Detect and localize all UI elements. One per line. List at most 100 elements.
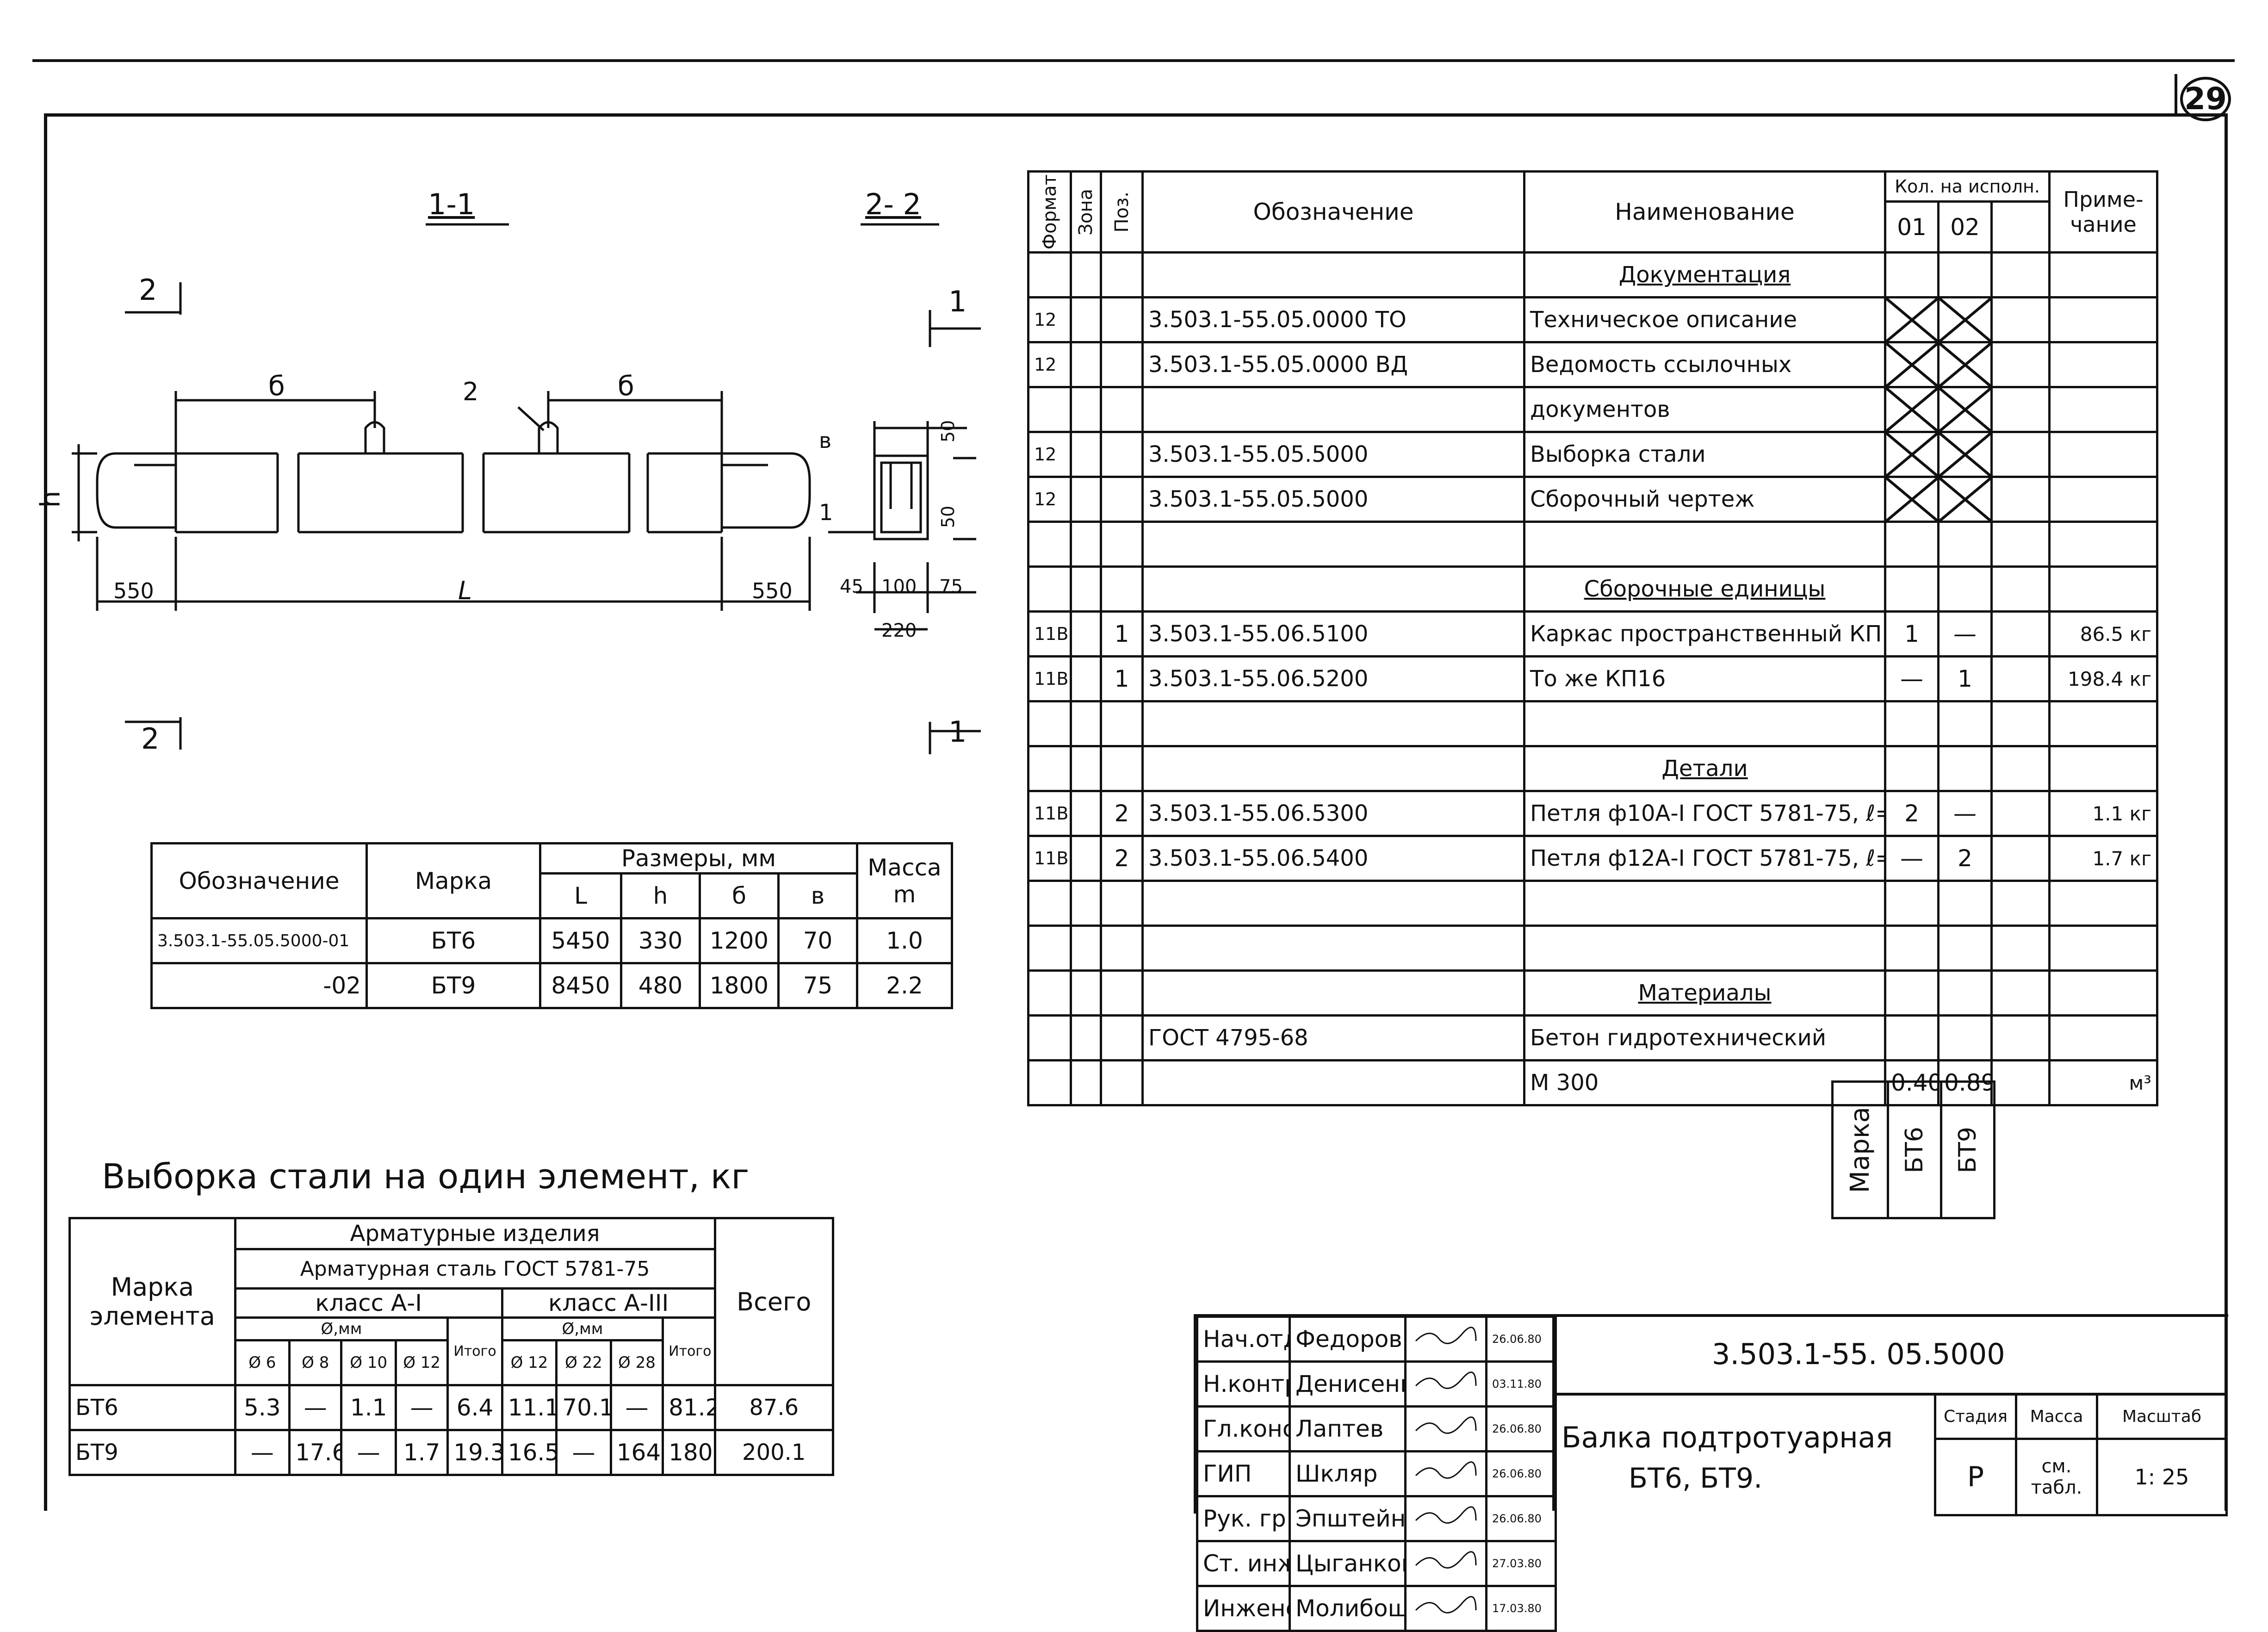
spec-cell-zone — [1070, 969, 1102, 1017]
spec-cell-q02 — [1937, 476, 1993, 523]
steel-cell-d22: 70.1 — [555, 1384, 612, 1431]
marks-box-mark1-cell: БТ6 — [1887, 1080, 1942, 1219]
marks-h-sizes: Размеры, мм — [539, 842, 858, 875]
doc-code: 3.503.1-55. 05.5000 — [1712, 1337, 2005, 1371]
steel-h-itogo3: Итого — [662, 1316, 716, 1386]
spec-cell-zone — [1070, 700, 1102, 747]
spec-cell-designation — [1141, 386, 1525, 433]
scale-header: Масштаб — [2096, 1393, 2228, 1440]
spec-h-pos-cell: Поз. — [1100, 170, 1144, 254]
spec-cell-pos: 2 — [1100, 790, 1144, 837]
spec-cell-format: 11В — [1027, 655, 1072, 702]
spec-cell-q01 — [1884, 880, 1940, 927]
spec-h-q03 — [1990, 200, 2051, 254]
section-1-1-title: 1-1 — [428, 187, 475, 221]
marks-cell-b: 1800 — [699, 962, 780, 1009]
staff-signature — [1404, 1540, 1487, 1587]
staff-role: Ст. инж. — [1196, 1540, 1291, 1587]
spec-cell-note — [2048, 251, 2159, 298]
steel-cell-d10: — — [340, 1429, 397, 1476]
frame-right — [2225, 113, 2228, 1511]
spec-cell-name: документов — [1523, 386, 1886, 433]
marks-box-label-cell: Марка — [1831, 1080, 1889, 1219]
cut-mark-1-bottom: 1 — [948, 715, 967, 749]
spec-h-zone: Зона — [1075, 188, 1097, 236]
marks-box-blank — [1993, 1081, 2043, 1218]
marks-cell-L: 5450 — [539, 917, 622, 964]
spec-h-zone-cell: Зона — [1070, 170, 1102, 254]
spec-cell-q02 — [1937, 296, 1993, 343]
spec-cell-pos — [1100, 251, 1144, 298]
dim-b-left: б — [268, 370, 285, 402]
steel-cell-mark: БТ6 — [68, 1384, 236, 1431]
marks-box-mark2: БТ9 — [1954, 1126, 1982, 1173]
dim-b-right: б — [618, 370, 634, 402]
xsec-dim-75: 75 — [939, 576, 963, 597]
spec-cell-format — [1027, 521, 1072, 568]
table-row: БТ9 — 17.6 — 1.7 19.3 16.5 — 164.3 180.8… — [68, 1429, 834, 1476]
spec-cell-pos: 1 — [1100, 655, 1144, 702]
steel-cell-d8: — — [288, 1384, 343, 1431]
spec-cell-format — [1027, 1014, 1072, 1061]
spec-cell-q03 — [1990, 521, 2051, 568]
staff-date: 27.03.80 — [1485, 1540, 1557, 1587]
marks-h-h: h — [620, 872, 701, 919]
spec-cell-q01 — [1884, 700, 1940, 747]
sheet-number-box — [2175, 74, 2231, 117]
steel-cell-itogo1: 19.3 — [446, 1429, 503, 1476]
steel-cell-d6: 5.3 — [234, 1384, 291, 1431]
steel-h-d8: Ø 8 — [288, 1339, 343, 1386]
steel-cell-itogo1: 6.4 — [446, 1384, 503, 1431]
staff-date: 26.06.80 — [1485, 1316, 1557, 1363]
spec-cell-format — [1027, 925, 1072, 972]
steel-h-class1: класс А-I — [234, 1287, 503, 1319]
spec-cell-note — [2048, 521, 2159, 568]
section-2-2-title: 2- 2 — [865, 187, 921, 221]
spec-cell-designation: 3.503.1-55.06.5300 — [1141, 790, 1525, 837]
spec-cell-name — [1523, 700, 1886, 747]
spec-cell-zone — [1070, 790, 1102, 837]
spec-cell-q02: — — [1937, 790, 1993, 837]
spec-cell-q01: — — [1884, 835, 1940, 882]
staff-date: 17.03.80 — [1485, 1585, 1557, 1632]
steel-h-dmm1: Ø,мм — [234, 1316, 449, 1341]
steel-cell-d28: 164.3 — [609, 1429, 664, 1476]
spec-cell-designation: 3.503.1-55.05.5000 — [1141, 431, 1525, 478]
spec-cell-name — [1523, 925, 1886, 972]
spec-cell-pos — [1100, 386, 1144, 433]
spec-cell-q01: — — [1884, 655, 1940, 702]
spec-cell-note — [2048, 431, 2159, 478]
signature-mark — [1415, 1506, 1477, 1524]
spec-cell-name: Ведомость ссылочных — [1523, 341, 1886, 388]
spec-cell-designation — [1141, 521, 1525, 568]
marks-box-mark2-cell: БТ9 — [1940, 1080, 1995, 1219]
spec-cell-format — [1027, 251, 1072, 298]
spec-h-designation: Обозначение — [1141, 170, 1525, 254]
spec-cell-zone — [1070, 655, 1102, 702]
staff-date: 26.06.80 — [1485, 1450, 1557, 1497]
spec-cell-q01: 1 — [1884, 610, 1940, 658]
marks-cell-designation: -02 — [150, 962, 368, 1009]
spec-cell-q02: 2 — [1937, 835, 1993, 882]
spec-cell-q01 — [1884, 925, 1940, 972]
xsec-bottom-50: 50 — [938, 505, 959, 528]
spec-cell-q02 — [1937, 1014, 1993, 1061]
marks-h-designation: Обозначение — [150, 842, 368, 919]
staff-name: Шкляр — [1289, 1450, 1407, 1497]
spec-cell-pos — [1100, 700, 1144, 747]
dim-right-end: 550 — [752, 578, 793, 603]
spec-cell-pos — [1100, 296, 1144, 343]
spec-cell-pos — [1100, 565, 1144, 613]
elevation-drawing — [72, 223, 981, 754]
spec-cell-pos — [1100, 925, 1144, 972]
spec-cell-q02: — — [1937, 610, 1993, 658]
marks-cell-v: 75 — [777, 962, 858, 1009]
staff-name: Лаптев — [1289, 1405, 1407, 1452]
marks-cell-mass: 2.2 — [856, 962, 953, 1009]
